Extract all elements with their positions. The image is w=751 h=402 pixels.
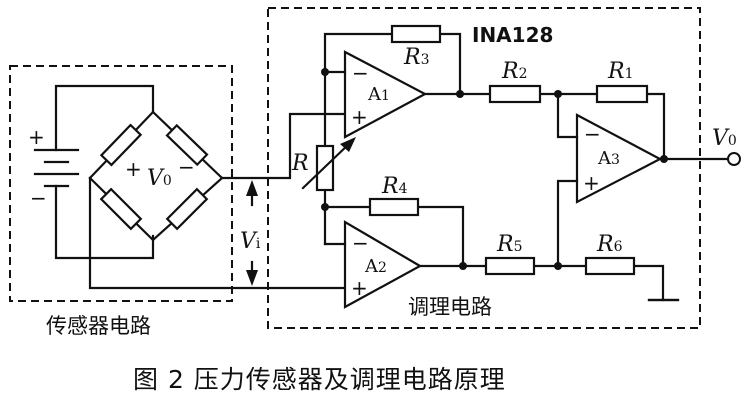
vi-arrows	[246, 180, 258, 286]
resistor-r5	[484, 256, 536, 276]
opamp-a1-plus: +	[351, 105, 368, 129]
opamp-a1-minus: −	[352, 61, 369, 85]
resistor-r2	[488, 84, 542, 104]
output-terminal	[727, 152, 741, 166]
junction-dots	[321, 68, 668, 270]
opamp-a3-label: A3	[597, 148, 620, 169]
label-r1: R1	[607, 59, 634, 84]
input-voltage-label: Vi	[240, 229, 261, 254]
opamp-a3	[575, 113, 663, 204]
figure-caption: 图 2 压力传感器及调理电路原理	[133, 365, 506, 394]
resistor-r1	[595, 84, 649, 104]
battery-minus-sign: −	[30, 186, 47, 210]
bridge-minus-sign: −	[178, 155, 195, 179]
conditioning-circuit-box	[267, 7, 701, 329]
label-r2: R2	[501, 59, 528, 84]
resistor-r6	[584, 256, 636, 276]
input-wiring	[88, 112, 347, 290]
opamp-a3-plus: +	[583, 171, 600, 195]
opamp-a2-label: A2	[364, 256, 387, 277]
opamp-a2-minus: −	[352, 231, 369, 255]
resistor-r4	[368, 197, 420, 217]
sensor-circuit-label: 传感器电路	[46, 314, 151, 338]
opamp-a2-plus: +	[351, 276, 368, 300]
label-r4: R4	[381, 174, 408, 199]
feedback-wiring	[323, 32, 730, 302]
resistor-r3	[390, 24, 442, 44]
chip-label: INA128	[472, 23, 553, 47]
opamp-a1-label: A1	[367, 84, 390, 105]
bridge-plus-sign: +	[125, 157, 142, 181]
battery-plus-sign: +	[28, 125, 45, 149]
bridge-output-label: V0	[147, 166, 172, 191]
battery-symbol	[33, 148, 80, 188]
label-r5: R5	[496, 232, 523, 257]
opamp-a2	[343, 220, 423, 309]
opamp-a1	[343, 50, 428, 139]
output-label: V0	[712, 126, 737, 151]
label-r6: R6	[596, 232, 623, 257]
opamp-a3-minus: −	[584, 122, 601, 146]
label-r-gain: R	[291, 151, 309, 176]
wheatstone-bridge	[88, 110, 224, 242]
battery-wiring	[54, 84, 155, 260]
conditioning-circuit-label: 调理电路	[408, 295, 492, 319]
label-r3: R3	[403, 45, 430, 70]
variable-arrow	[301, 137, 356, 190]
sensor-circuit-box	[9, 65, 233, 302]
